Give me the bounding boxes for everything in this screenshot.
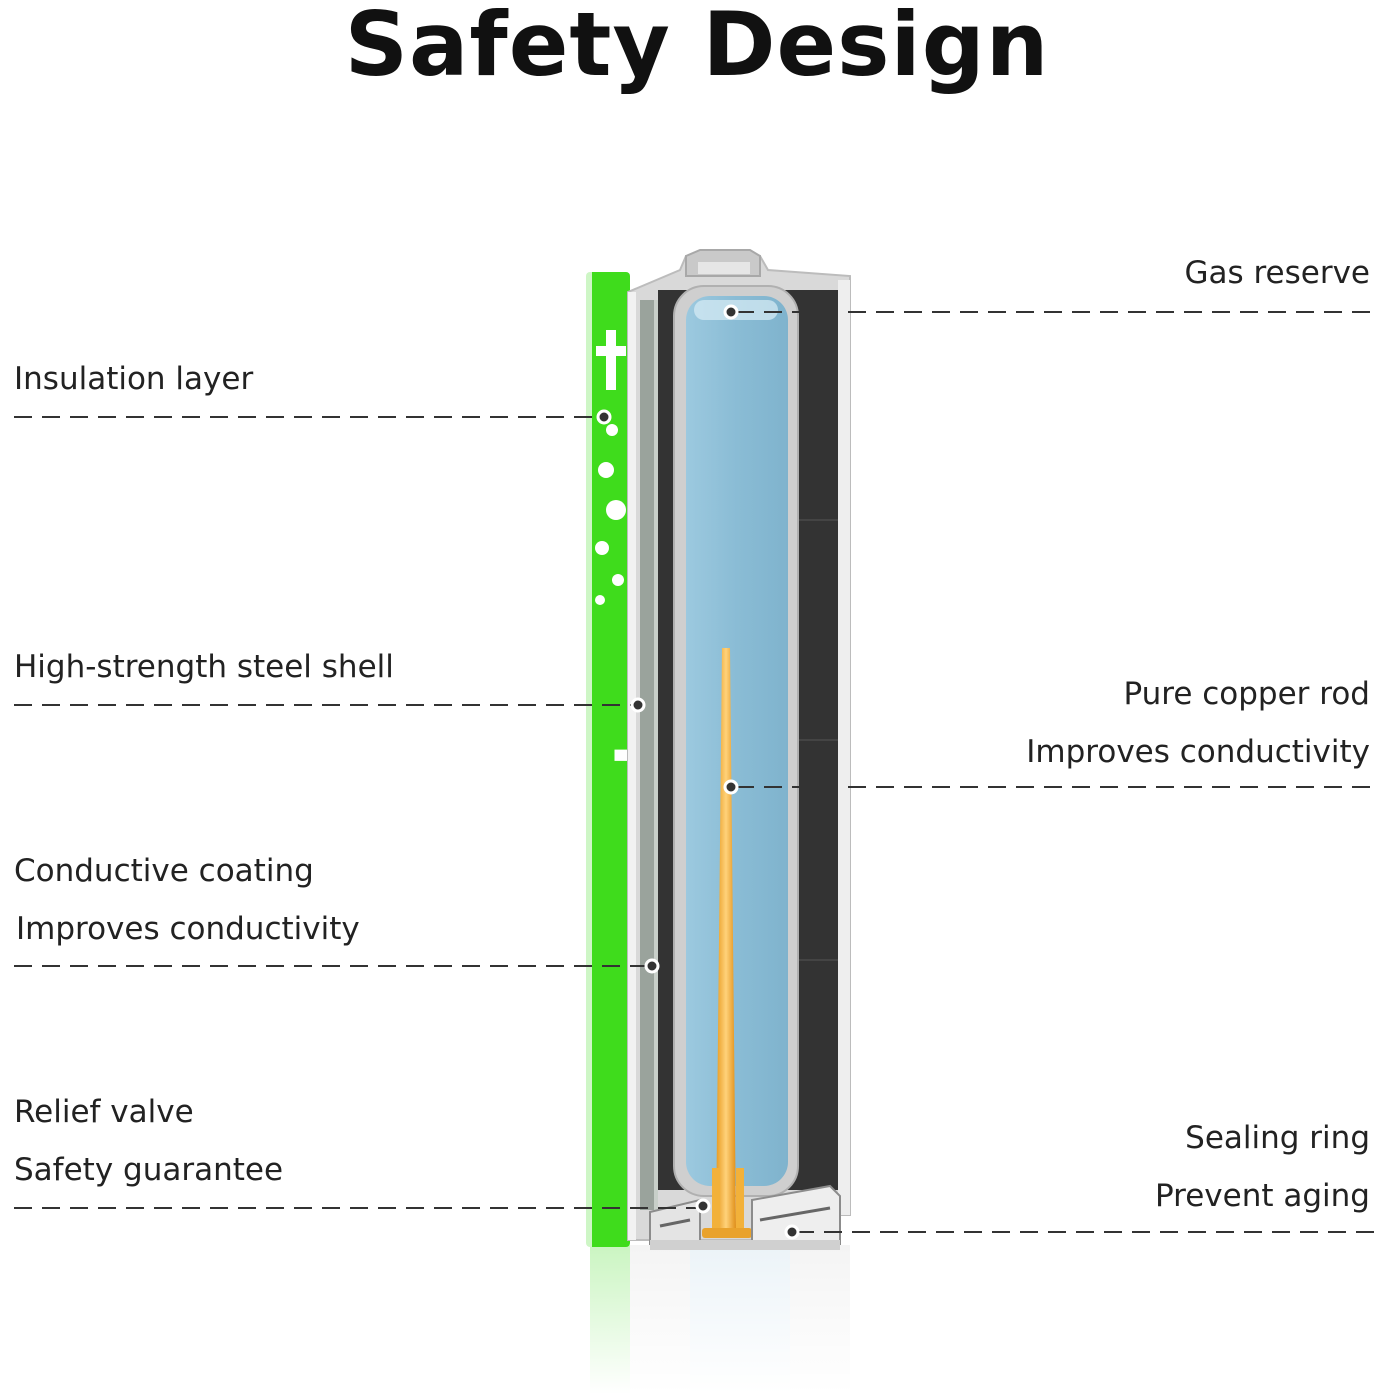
- label-conductive-coating-note: Improves conductivity: [16, 911, 360, 947]
- dot-copper-rod: [723, 779, 739, 795]
- electrolyte-chamber: [673, 285, 799, 1197]
- label-copper-rod-note: Improves conductivity: [1026, 734, 1370, 770]
- positive-cap: [685, 249, 761, 277]
- bottom-seal: [649, 1184, 841, 1250]
- label-copper-rod: Pure copper rod: [1123, 676, 1370, 712]
- dot-sealing-ring: [784, 1224, 800, 1240]
- label-sealing-ring: Sealing ring: [1185, 1120, 1370, 1156]
- label-insulation-layer: Insulation layer: [14, 361, 254, 397]
- dot-conductive-coating: [644, 958, 660, 974]
- label-sealing-ring-note: Prevent aging: [1155, 1178, 1370, 1214]
- dot-steel-shell: [630, 697, 646, 713]
- dot-relief-valve: [695, 1198, 711, 1214]
- dot-gas-reserve: [723, 304, 739, 320]
- page-title: Safety Design: [344, 0, 1050, 96]
- label-steel-shell: High-strength steel shell: [14, 649, 394, 685]
- callout-dots: [596, 304, 800, 1240]
- label-conductive-coating: Conductive coating: [14, 853, 314, 889]
- label-relief-valve: Relief valve: [14, 1094, 194, 1130]
- conductive-coating-layer: [640, 300, 654, 1210]
- label-relief-valve-note: Safety guarantee: [14, 1152, 284, 1188]
- leader-lines: [14, 311, 1380, 1233]
- dot-insulation-layer: [596, 409, 612, 425]
- label-gas-reserve: Gas reserve: [1184, 255, 1370, 291]
